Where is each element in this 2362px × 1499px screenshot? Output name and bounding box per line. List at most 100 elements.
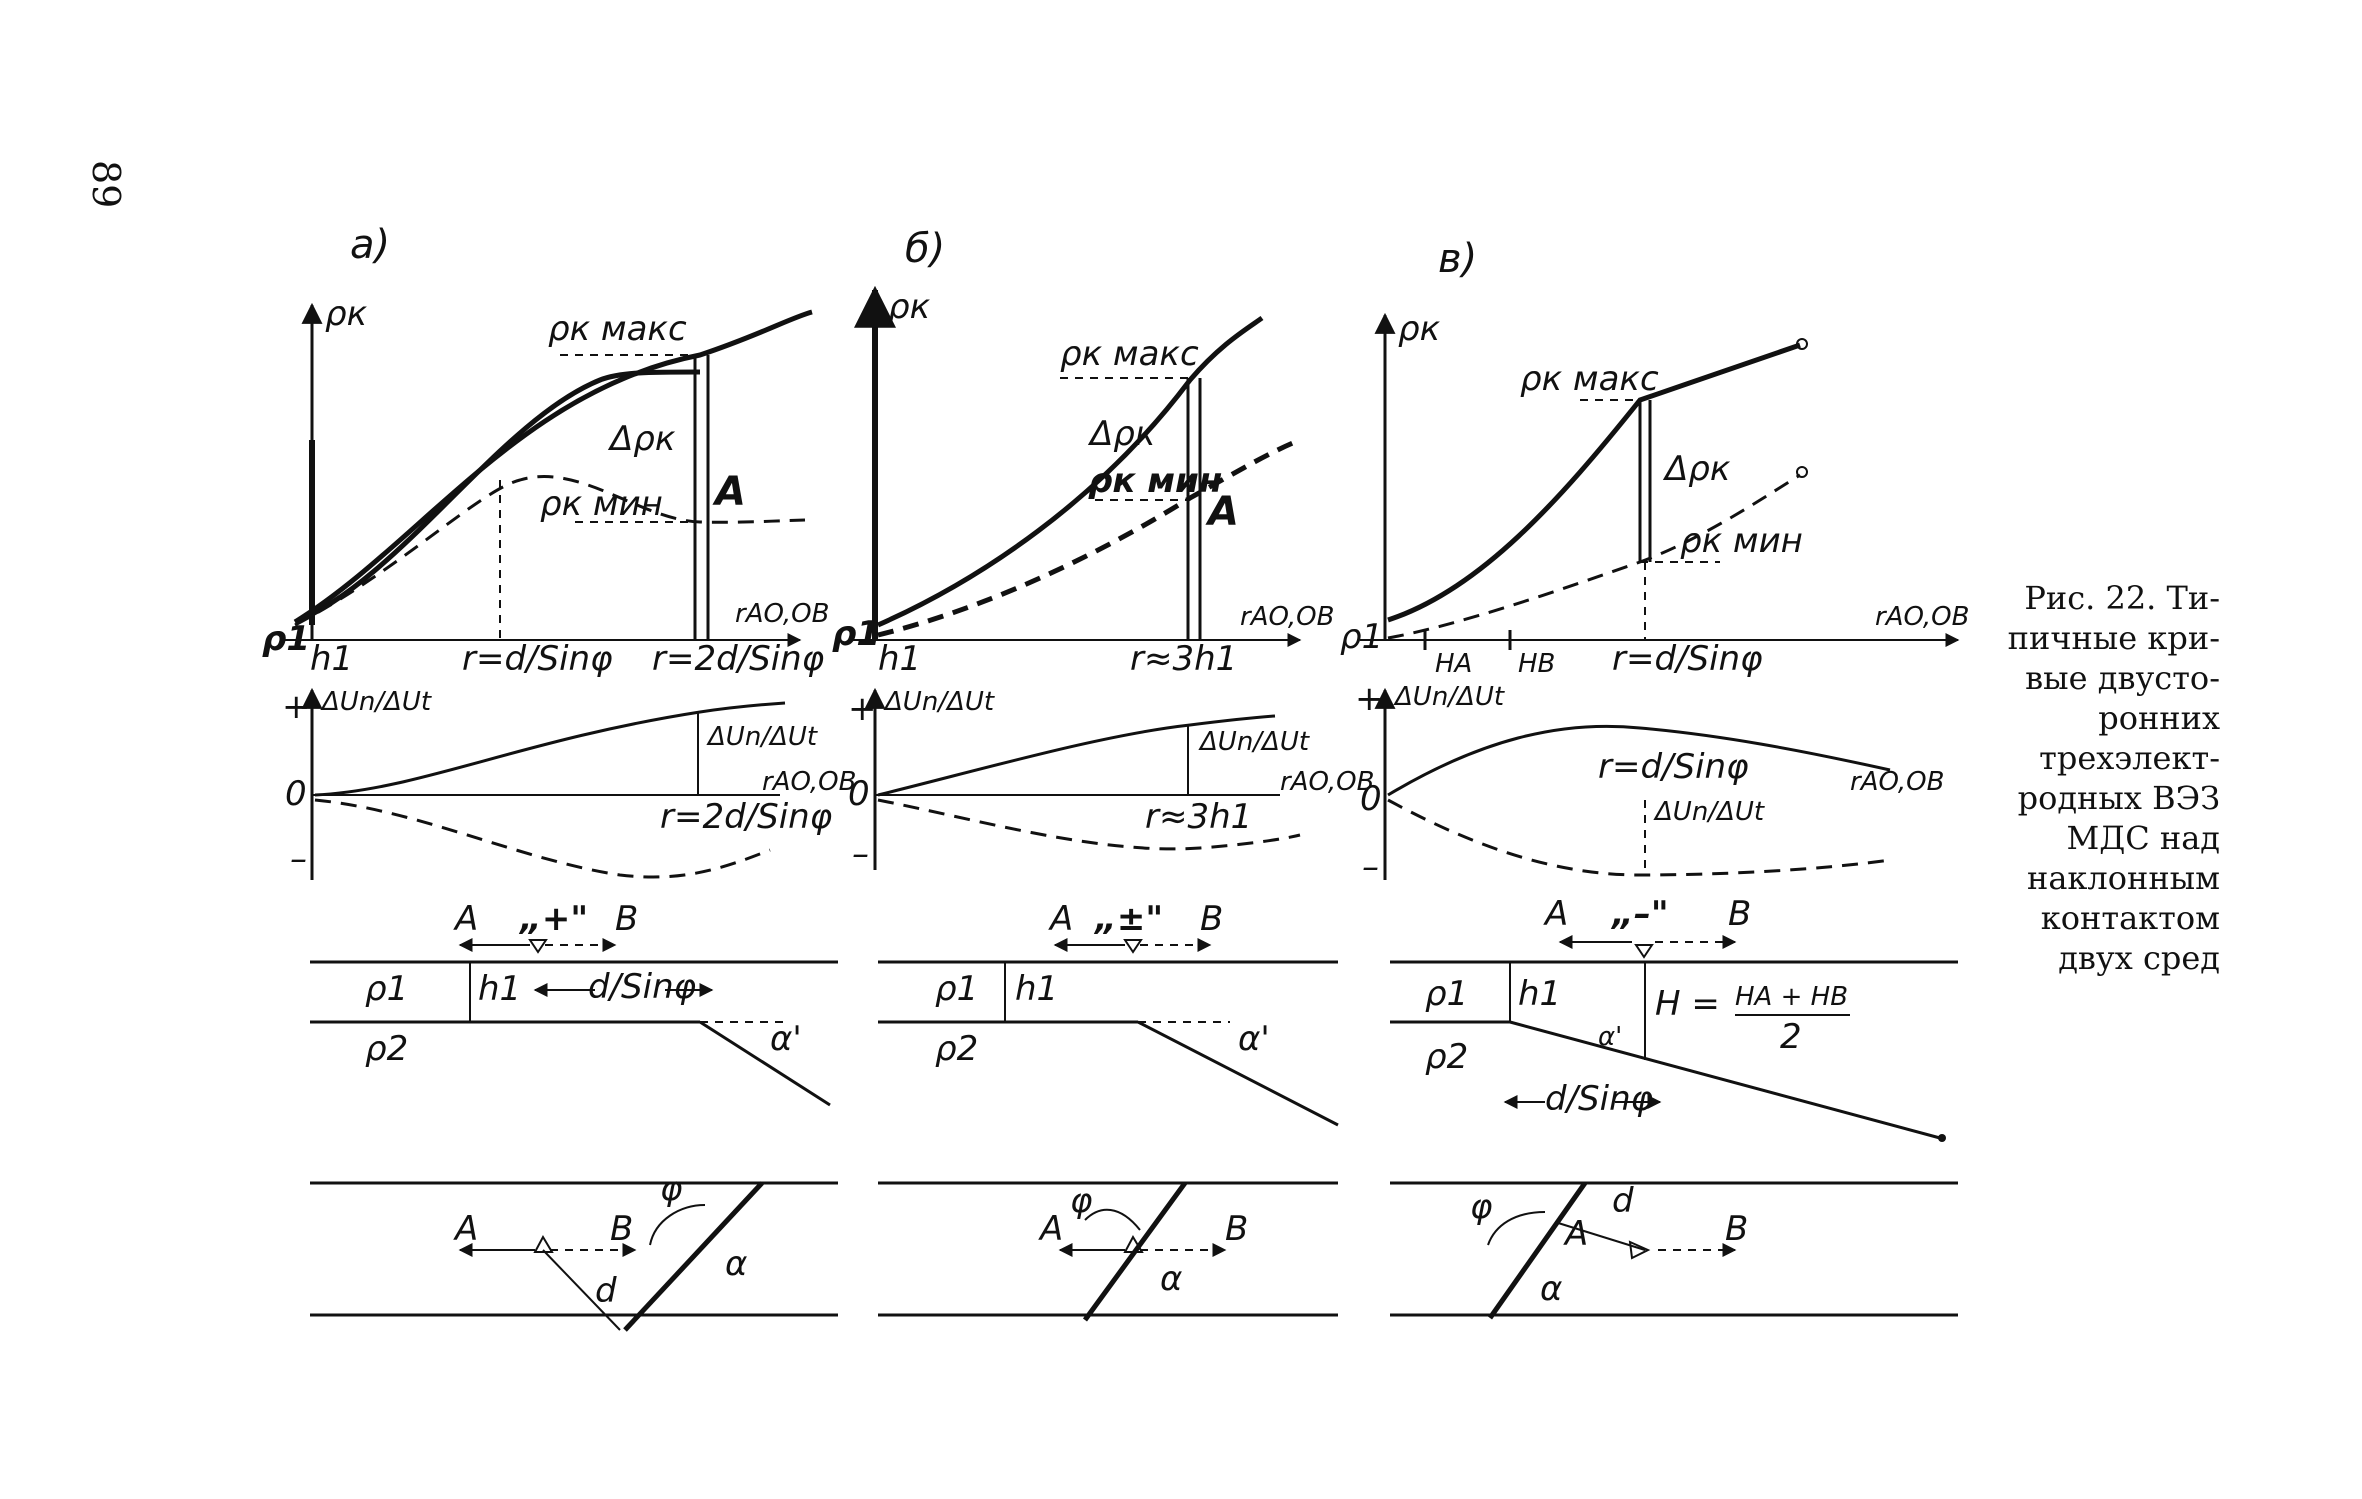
panel-c-alpha-prime: α' (1598, 1022, 1622, 1052)
panel-c-letter: в) (1438, 236, 1477, 282)
panel-b-x-axis-label: rAO,OB (1240, 602, 1334, 632)
panel-a-electrode-B: B (615, 899, 638, 939)
caption-line: контактом (2040, 899, 2220, 937)
panel-c-d-sin: d/Sinφ (1545, 1079, 1654, 1119)
panel-b-plan-receiver (1123, 1234, 1144, 1253)
panel-c-zero: 0 (1360, 779, 1382, 819)
panel-a-du-positive (314, 701, 786, 797)
panel-b-du-positive (877, 714, 1276, 797)
panel-c-plan-contact (1487, 1181, 1588, 1320)
panel-c-phi: φ (1470, 1187, 1493, 1227)
panel-b-rho-max-curve (876, 315, 1264, 628)
panel-a-alpha-prime: α' (770, 1019, 802, 1059)
caption-line: ронних (2098, 699, 2220, 737)
figure-caption: Рис. 22. Ти- пичные кри- вые двусто- рон… (1990, 578, 2220, 978)
panel-c-rho-min-label: ρк мин (1680, 521, 1803, 561)
panel-a-rho-max-label: ρк макс (548, 309, 687, 349)
panel-a-zero: 0 (285, 774, 307, 814)
panel-a-y-axis-label: ρк (325, 294, 368, 334)
panel-a-plan-A: A (453, 1209, 478, 1249)
panel-a-x-axis-label: rAO,OB (735, 599, 829, 629)
panel-c-H-eq: H = (1655, 984, 1720, 1024)
panel-c-du-positive (1387, 724, 1891, 797)
panel-c-plan-B: B (1725, 1209, 1748, 1249)
panel-c-electrode-B: B (1728, 894, 1751, 934)
panel-c-tick-HB: HB (1518, 649, 1555, 679)
panel-c-h1: h1 (1518, 974, 1561, 1014)
caption-line: пичные кри- (2007, 619, 2220, 657)
panel-b-alpha-prime: α' (1238, 1019, 1270, 1059)
panel-c-du-xaxis: rAO,OB (1850, 767, 1944, 797)
panel-b-inclined-contact (1137, 1020, 1339, 1127)
panel-b-phi-arc (1084, 1208, 1141, 1231)
panel-a-plan-B: B (610, 1209, 633, 1249)
panel-b-du-xaxis: rAO,OB (1280, 767, 1374, 797)
panel-a-du-bracket: ΔUn/ΔUt (706, 722, 818, 752)
panel-b-rho-min-label: ρк мин (1088, 461, 1222, 501)
panel-c-rho-max-curve (1387, 342, 1801, 623)
panel-a-rho1: ρ1 (262, 619, 310, 659)
panel-a-rho-max-curve (293, 309, 813, 625)
caption-line: Рис. 22. Ти- (2024, 579, 2220, 617)
panel-b-du-bracket: ΔUn/ΔUt (1198, 727, 1310, 757)
panel-c-rho-max-label: ρк макс (1520, 359, 1659, 399)
panel-b-plus: + (848, 689, 877, 729)
caption-line: МДС над (2066, 819, 2220, 857)
panel-c-plan-receiver (1628, 1240, 1651, 1260)
panel-a-minus: – (290, 839, 307, 879)
panel-c-delta-rho: Δρк (1662, 449, 1731, 489)
panel-a-du-tick: r=2d/Sinφ (660, 797, 833, 837)
panel-b: б) ρк rAO,OB ρ1 ρк макс ρк мин Δρк A h1 … (832, 226, 1374, 1322)
panel-c-y-axis-label: ρк (1398, 309, 1441, 349)
panel-a-plan-contact (623, 1181, 764, 1332)
panel-a-rho2-layer: ρ2 (365, 1029, 408, 1069)
panel-b-rho1: ρ1 (832, 614, 880, 654)
panel-b-zero: 0 (848, 774, 870, 814)
panel-c-d: d (1612, 1181, 1634, 1221)
caption-line: вые двусто- (2025, 659, 2220, 697)
panel-c-du-negative (1387, 798, 1891, 877)
panel-b-letter: б) (905, 226, 945, 272)
panel-b-plan-B: B (1225, 1209, 1248, 1249)
panel-c-sign: „–" (1610, 894, 1669, 934)
panel-b-receiver (1123, 939, 1143, 954)
panel-a-rho-min-curve (294, 475, 806, 627)
panel-a-receiver (528, 939, 548, 954)
panel-c-receiver (1634, 944, 1654, 959)
panel-a-rho-min-label: ρк мин (540, 484, 663, 524)
panel-a-tick-d: r=d/Sinφ (462, 639, 613, 679)
panel-c-minus: – (1362, 847, 1379, 887)
panel-a-electrode-A: A (453, 899, 478, 939)
panel-c-tick-HA: HA (1435, 649, 1472, 679)
panel-a-rho1-layer: ρ1 (365, 969, 408, 1009)
panel-c-max-end (1796, 338, 1808, 350)
panel-a-letter: а) (350, 222, 390, 268)
panel-a-A-label: A (712, 469, 746, 515)
panel-b-y-axis-label: ρк (888, 287, 931, 327)
panel-b-du-negative (877, 798, 1301, 851)
panel-a-d-sin: d/Sinφ (588, 967, 697, 1007)
panel-a-plan-d (542, 1249, 621, 1331)
panel-c-du-tick: r=d/Sinφ (1598, 747, 1749, 787)
panel-c-alpha: α (1540, 1269, 1562, 1309)
panel-c-du-bracket: ΔUn/ΔUt (1653, 797, 1765, 827)
panel-c-H-den: 2 (1780, 1017, 1802, 1057)
panel-b-du-axis-label: ΔUn/ΔUt (883, 687, 995, 717)
panel-a-tick-h1: h1 (310, 639, 353, 679)
panel-b-alpha: α (1160, 1259, 1182, 1299)
panel-b-delta-rho: Δρк (1087, 414, 1156, 454)
panel-a-phi-arc (649, 1204, 706, 1246)
panel-a-du-xaxis: rAO,OB (762, 767, 856, 797)
panel-c-du-axis-label: ΔUn/ΔUt (1393, 682, 1505, 712)
panel-a-plan-receiver (533, 1234, 554, 1253)
caption-line: наклонным (2026, 859, 2220, 897)
caption-line: двух сред (2058, 939, 2220, 977)
panel-b-rho2-layer: ρ2 (935, 1029, 978, 1069)
panel-c-plus: + (1355, 679, 1384, 719)
panel-c-tick-r: r=d/Sinφ (1612, 639, 1763, 679)
panel-a-delta-rho: Δρк (607, 419, 676, 459)
panel-b-sign: „±" (1093, 899, 1163, 939)
caption-line: трехэлект- (2039, 739, 2220, 777)
panel-b-minus: – (852, 834, 869, 874)
panel-b-rho1-layer: ρ1 (935, 969, 978, 1009)
